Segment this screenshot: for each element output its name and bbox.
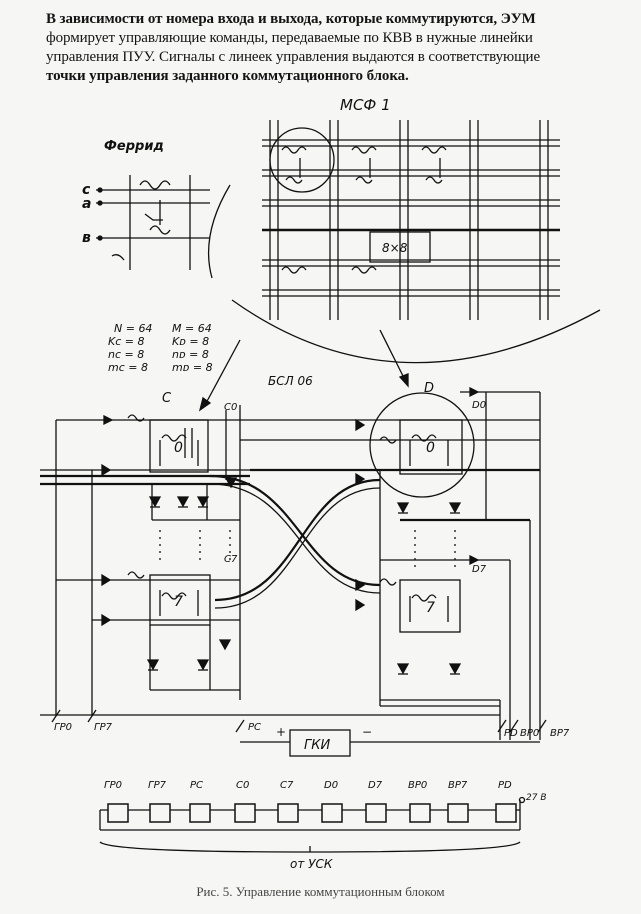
wire-a-label: а xyxy=(82,196,91,212)
param-mc: mc = 8 xyxy=(108,361,148,374)
label-msf: МСФ 1 xyxy=(340,96,391,114)
relay-label-5: D0 xyxy=(324,780,338,791)
label-c7: С7 xyxy=(224,554,238,565)
param-n: N = 64 xyxy=(114,322,152,335)
cell-7-left: 7 xyxy=(174,594,183,610)
label-c0: С0 xyxy=(224,402,237,413)
relay-label-4: С7 xyxy=(280,780,294,791)
label-block-d: D xyxy=(424,381,434,396)
label-gki: ГКИ xyxy=(304,738,330,753)
label-rc: РС xyxy=(248,722,261,733)
param-kd: Kᴅ = 8 xyxy=(172,335,209,348)
msf-grid xyxy=(207,120,601,364)
ferrid-inset xyxy=(96,175,210,270)
relay-label-7: ВР0 xyxy=(408,780,427,791)
label-d0: D0 xyxy=(472,400,486,411)
param-m: M = 64 xyxy=(172,322,212,335)
relay-label-1: ГР7 xyxy=(148,780,167,791)
wire-b-label: в xyxy=(82,230,91,246)
intro-line-1: В зависимости от номера входа и выхода, … xyxy=(46,11,536,27)
cell-7-right: 7 xyxy=(426,600,435,616)
intro-paragraph: В зависимости от номера входа и выхода, … xyxy=(46,10,634,86)
label-block-c: С xyxy=(162,391,172,406)
param-nc: nc = 8 xyxy=(108,348,144,361)
relay-label-8: ВР7 xyxy=(448,780,468,791)
intro-line-4: точки управления заданного коммутационно… xyxy=(46,68,409,84)
param-md: mᴅ = 8 xyxy=(172,361,213,374)
cell-0-left: 0 xyxy=(174,440,183,456)
label-d7: D7 xyxy=(472,564,487,575)
intro-line-2: формирует управляющие команды, передавае… xyxy=(46,30,533,46)
intro-line-3: управления ПУУ. Сигналы с линеек управле… xyxy=(46,49,541,65)
label-bsl: БСЛ 06 xyxy=(268,374,313,388)
relay-label-9: РD xyxy=(498,780,512,791)
label-plus: + xyxy=(276,725,286,739)
relay-label-2: РС xyxy=(190,780,203,791)
relay-label-0: ГР0 xyxy=(104,780,122,791)
label-ferrid: Феррид xyxy=(104,139,164,154)
switching-block-diagram: МСФ 1 Феррид с а в 8×8 N = 64 M = 64 Kc … xyxy=(40,96,601,871)
param-kc: Kc = 8 xyxy=(108,335,144,348)
label-minus: − xyxy=(362,725,372,739)
label-rd: РD xyxy=(504,728,518,739)
wire-c-label: с xyxy=(82,182,91,198)
figure-caption: Рис. 5. Управление коммутационным блоком xyxy=(196,884,445,899)
label-from-usk: от УСК xyxy=(290,857,333,871)
label-vr0: ВР0 xyxy=(520,728,539,739)
label-voltage: 27 В xyxy=(526,793,547,803)
label-8x8: 8×8 xyxy=(382,241,408,255)
label-gr0: ГР0 xyxy=(54,722,72,733)
label-vr7: ВР7 xyxy=(550,728,570,739)
label-gr7: ГР7 xyxy=(94,722,113,733)
relay-label-3: С0 xyxy=(236,780,249,791)
relay-label-6: D7 xyxy=(368,780,383,791)
cell-0-right: 0 xyxy=(426,440,435,456)
param-nd: nᴅ = 8 xyxy=(172,348,209,361)
main-schematic xyxy=(40,329,547,757)
